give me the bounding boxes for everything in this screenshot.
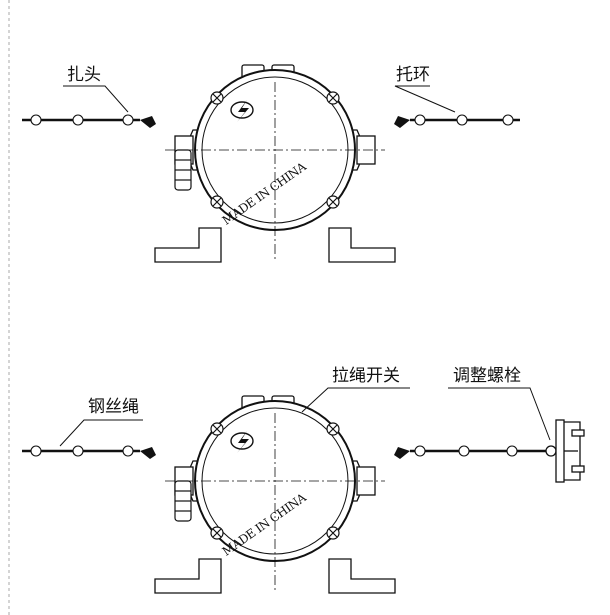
bottom-assembly: MADE IN CHINA 钢丝绳 拉绳开关 调整螺栓 (22, 366, 585, 594)
adjusting-bolt (545, 419, 585, 483)
label-wire-rope: 钢丝绳 (88, 397, 139, 417)
label-pull-switch: 拉绳开关 (332, 366, 400, 386)
label-tie-head: 扎头 (67, 65, 101, 85)
top-assembly: MADE IN CHINA 扎头 托环 (22, 64, 520, 263)
label-support-ring: 托环 (396, 65, 430, 85)
label-adjusting-bolt: 调整螺栓 (453, 366, 521, 386)
